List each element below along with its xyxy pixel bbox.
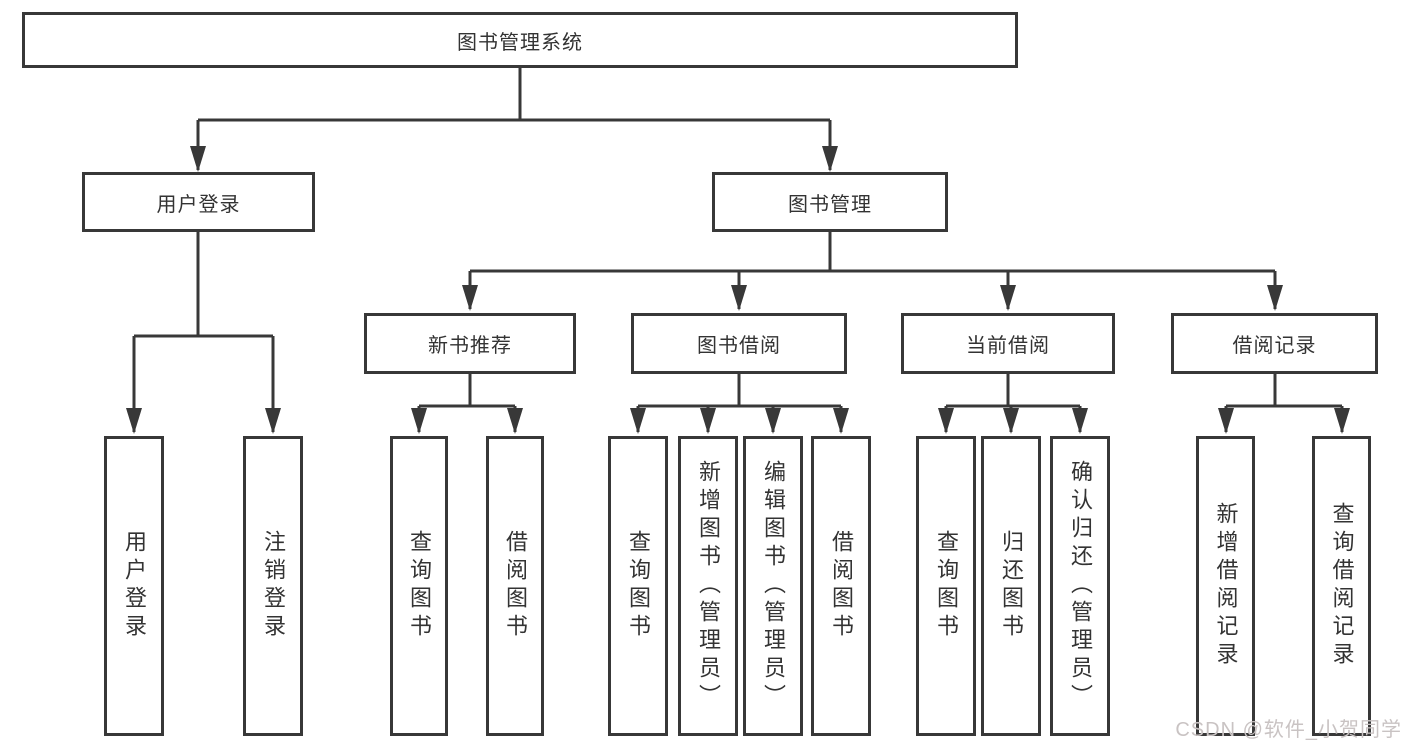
leaf-label: 新增图书（管理员） <box>696 460 721 712</box>
leaf-query-books-recommend: 查询图书 <box>390 436 448 736</box>
leaf-label: 查询图书 <box>626 530 651 642</box>
leaf-borrow-books-recommend: 借阅图书 <box>486 436 544 736</box>
node-label: 当前借阅 <box>966 335 1050 357</box>
node-label: 借阅记录 <box>1232 335 1317 357</box>
leaf-add-borrow-record: 新增借阅记录 <box>1196 436 1255 736</box>
node-library-system: 图书管理系统 <box>22 12 1018 68</box>
leaf-confirm-return-admin: 确认归还（管理员） <box>1050 436 1110 736</box>
leaf-label: 查询图书 <box>407 530 432 642</box>
node-new-book-recommend: 新书推荐 <box>364 313 576 374</box>
leaf-label: 注销登录 <box>261 530 286 642</box>
node-borrow-records: 借阅记录 <box>1171 313 1378 374</box>
node-current-borrow: 当前借阅 <box>901 313 1115 374</box>
node-label: 用户登录 <box>156 193 241 216</box>
leaf-label: 借阅图书 <box>503 530 528 642</box>
leaf-add-book-admin: 新增图书（管理员） <box>678 436 738 736</box>
node-book-borrow: 图书借阅 <box>631 313 847 374</box>
node-label: 图书管理系统 <box>457 31 583 54</box>
leaf-borrow-books-borrow: 借阅图书 <box>811 436 871 736</box>
watermark: CSDN @软件_小贺同学 <box>1175 719 1402 741</box>
leaf-edit-book-admin: 编辑图书（管理员） <box>743 436 803 736</box>
leaf-label: 编辑图书（管理员） <box>761 460 786 712</box>
node-label: 图书借阅 <box>697 335 781 357</box>
leaf-query-books-current: 查询图书 <box>916 436 976 736</box>
leaf-logout: 注销登录 <box>243 436 303 736</box>
leaf-label: 借阅图书 <box>829 530 854 642</box>
leaf-label: 用户登录 <box>122 530 147 642</box>
node-label: 图书管理 <box>788 193 872 216</box>
leaf-query-books-borrow: 查询图书 <box>608 436 668 736</box>
connector-rails <box>134 68 1342 408</box>
leaf-user-login: 用户登录 <box>104 436 164 736</box>
node-label: 新书推荐 <box>428 335 512 357</box>
node-user-login: 用户登录 <box>82 172 315 232</box>
leaf-label: 查询借阅记录 <box>1329 502 1355 670</box>
leaf-label: 新增借阅记录 <box>1213 502 1239 670</box>
leaf-label: 确认归还（管理员） <box>1068 460 1093 712</box>
leaf-query-borrow-record: 查询借阅记录 <box>1312 436 1371 736</box>
leaf-return-books: 归还图书 <box>981 436 1041 736</box>
node-book-management: 图书管理 <box>712 172 948 232</box>
leaf-label: 归还图书 <box>999 530 1024 642</box>
leaf-label: 查询图书 <box>934 530 959 642</box>
